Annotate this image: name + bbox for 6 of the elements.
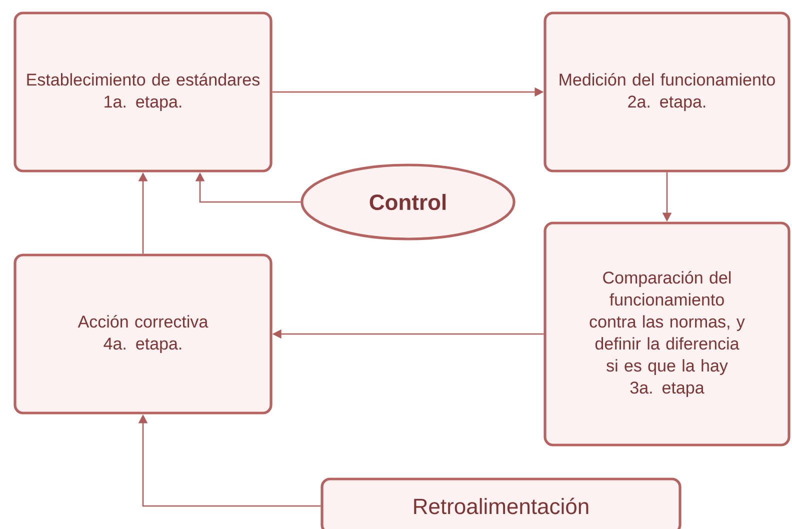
process-box: Retroalimentación xyxy=(320,478,682,529)
process-box: Medición del funcionamiento 2a. etapa. xyxy=(544,12,790,172)
process-box: Comparación del funcionamiento contra las normas, y definir la diferencia si es que la hay 3a. etapa xyxy=(544,222,790,446)
ellipse-node: Control xyxy=(300,164,516,240)
process-box: Acción correctiva 4a. etapa. xyxy=(14,254,272,414)
process-box: Establecimiento de estándares 1a. etapa. xyxy=(14,12,272,172)
